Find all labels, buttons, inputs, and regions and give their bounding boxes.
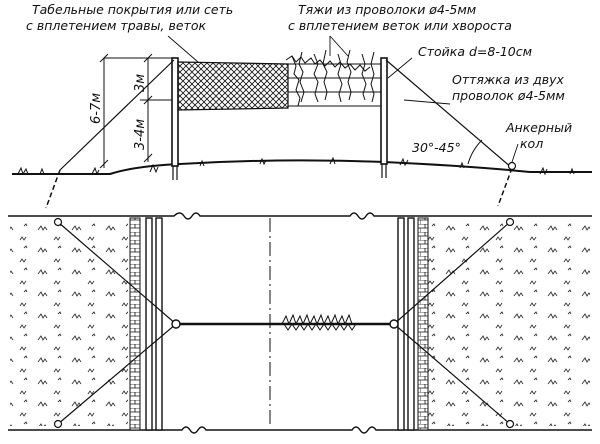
camouflage-net: [177, 61, 289, 111]
leader-lines: [167, 35, 519, 163]
plan-top-border: [8, 212, 592, 220]
guy-label-line2: проволок ø4-5мм: [452, 88, 565, 103]
right-anchor: [497, 167, 513, 207]
ground-line: [12, 159, 592, 175]
cover-label-line2: с вплетением травы, веток: [26, 18, 206, 33]
anchor-bottom-left: [53, 419, 63, 429]
plan-right-post: [389, 319, 399, 329]
left-guy-wire: [59, 59, 175, 171]
dim-upper-label: 3м: [133, 74, 148, 92]
anchor-label-line2: кол: [520, 136, 543, 151]
left-wall: [129, 217, 163, 431]
anchor-top-left: [53, 217, 63, 227]
plan-bottom-border: [8, 426, 592, 434]
dim-lower-label: 3-4м: [133, 119, 148, 150]
anchor-top-right: [505, 217, 515, 227]
cover-label-line1: Табельные покрытия или сеть: [32, 2, 233, 17]
right-post: [380, 57, 388, 165]
anchor-bottom-right: [505, 419, 515, 429]
dimension-lines: [99, 53, 172, 169]
grass-tufts: [17, 156, 575, 176]
wire-ties: [285, 49, 381, 107]
right-post-foot: [381, 164, 387, 178]
angle-label: 30°-45°: [412, 140, 461, 155]
left-anchor: [45, 169, 61, 209]
dim-total-label: 6-7м: [89, 93, 104, 124]
ties-label-line1: Тяжи из проволоки ø4-5мм: [298, 2, 476, 17]
anchor-label-line1: Анкерный: [505, 120, 572, 135]
ties-label-line2: с вплетением веток или хвороста: [288, 18, 512, 33]
post-label: Стойка d=8-10см: [418, 44, 532, 59]
plan-left-post: [171, 319, 181, 329]
plan-view: [8, 212, 592, 434]
elevation-view: Табельные покрытия или сеть с вплетением…: [12, 2, 592, 209]
right-wall: [397, 217, 429, 431]
right-grass-field: [428, 222, 590, 426]
guy-label-line1: Оттяжка из двух: [452, 72, 565, 87]
plan-branches: [281, 313, 357, 331]
angle-arc: [467, 139, 483, 165]
right-guy-wire: [385, 59, 513, 169]
left-post: [171, 57, 179, 167]
left-grass-field: [10, 222, 128, 426]
left-post-foot: [172, 166, 178, 180]
right-anchor-eye: [507, 161, 517, 171]
